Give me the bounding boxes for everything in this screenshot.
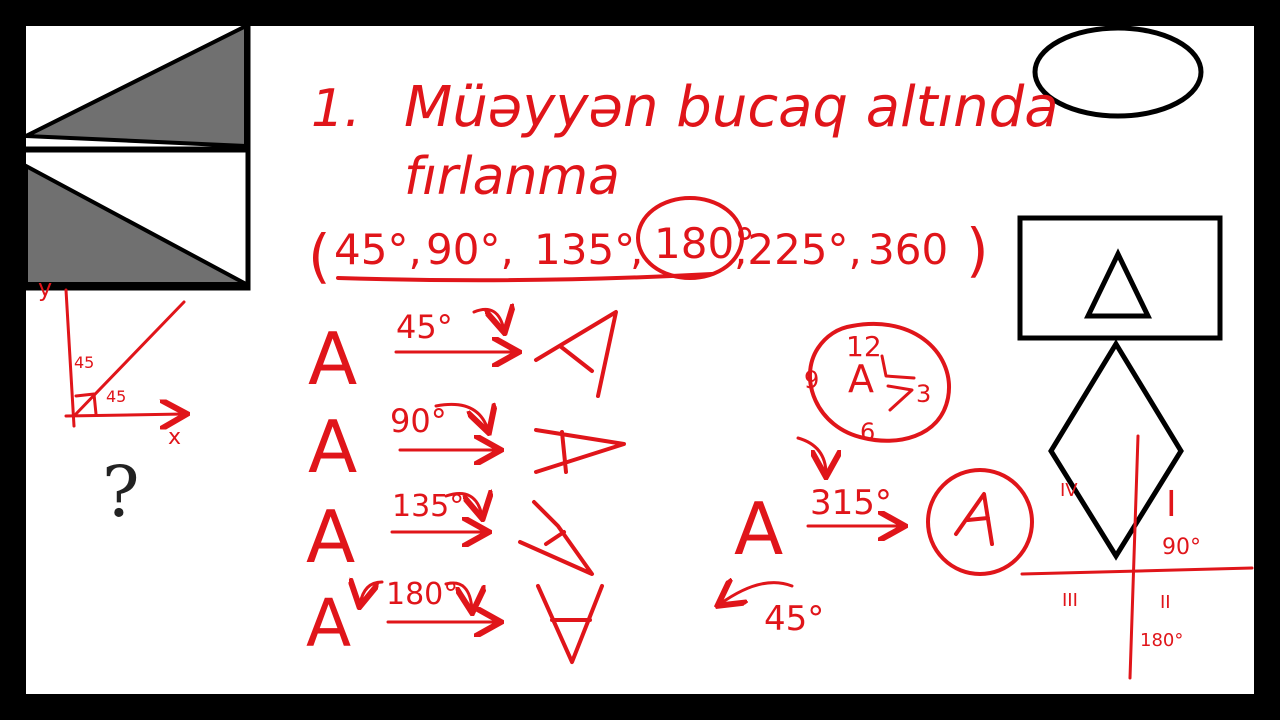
whiteboard-canvas: 1. Müəyyən bucaq altında fırlanma ( 45°,… bbox=[26, 26, 1254, 680]
clock-diagram: 12 9 A 3 6 bbox=[804, 322, 952, 446]
ccw-arrow bbox=[720, 583, 794, 604]
angle-list: ( 45°, 90°, 135° , 180° ,225°, 360 ) bbox=[308, 196, 989, 290]
rotation-315: A 315° 45° bbox=[720, 436, 1034, 639]
rotation-angle-label: 45° bbox=[396, 308, 453, 346]
triangle-shape bbox=[1084, 248, 1152, 319]
ccw-angle-label: 45° bbox=[764, 599, 824, 639]
quadrant-ii-angle: 180° bbox=[1140, 630, 1183, 651]
clock-circle bbox=[808, 322, 952, 443]
rotation-row-90: A 90° bbox=[308, 402, 626, 489]
rotated-a-135 bbox=[518, 500, 594, 576]
letter-a: A bbox=[308, 317, 357, 401]
angle-label-lower: 45 bbox=[106, 387, 126, 406]
diagonal-45 bbox=[72, 300, 186, 418]
rotation-row-45: A 45° bbox=[308, 308, 618, 401]
angle-90: 90°, bbox=[426, 225, 514, 274]
quadrant-iii: III bbox=[1062, 590, 1078, 611]
letter-a: A bbox=[306, 585, 351, 662]
y-axis-label: y bbox=[38, 274, 52, 302]
rotation-angle-label: 315° bbox=[810, 483, 892, 523]
underline-angles bbox=[336, 272, 714, 283]
curved-arrow bbox=[444, 494, 482, 517]
angle-comma: , bbox=[630, 225, 643, 274]
clock-6: 6 bbox=[860, 418, 875, 446]
angle-label-upper: 45 bbox=[74, 353, 94, 372]
quadrant-iv: IV bbox=[1060, 480, 1078, 501]
curved-arrow bbox=[444, 581, 472, 610]
rotated-a-315 bbox=[954, 492, 994, 546]
rhombus-shape bbox=[1048, 339, 1184, 561]
curved-arrow bbox=[434, 404, 488, 430]
ccw-arrow bbox=[360, 582, 384, 604]
letter-a: A bbox=[308, 405, 357, 489]
shaded-triangles-figure bbox=[26, 26, 251, 291]
letter-a: A bbox=[734, 487, 783, 571]
angle-225: ,225°, bbox=[734, 225, 862, 274]
x-axis bbox=[64, 414, 184, 416]
clock-center-a: A bbox=[848, 357, 874, 401]
rotation-row-180: A 180° bbox=[306, 577, 604, 664]
angle-list-close-paren: ) bbox=[966, 216, 989, 284]
rotated-a-45 bbox=[534, 310, 618, 398]
quadrant-i-angle: 90° bbox=[1162, 535, 1201, 560]
quadrant-ii: II bbox=[1160, 592, 1171, 613]
result-circle bbox=[926, 468, 1034, 576]
curved-arrow bbox=[472, 309, 504, 330]
down-curved-arrow bbox=[796, 436, 826, 474]
rotated-a-90 bbox=[534, 428, 626, 474]
x-axis-label: x bbox=[168, 425, 181, 450]
ellipse-shape bbox=[1032, 26, 1204, 119]
quadrant-horizontal-axis bbox=[1020, 566, 1254, 576]
question-mark: ? bbox=[102, 451, 140, 533]
rectangle-shape bbox=[1017, 215, 1223, 341]
rotation-row-135: A 135° bbox=[306, 489, 594, 579]
y-axis bbox=[64, 288, 76, 428]
angle-45: 45°, bbox=[334, 225, 422, 274]
circle-around-180 bbox=[636, 196, 744, 280]
rotated-a-180 bbox=[536, 584, 604, 664]
angle-arc bbox=[74, 392, 98, 416]
clock-hand-mark bbox=[880, 354, 916, 412]
quadrant-diagram: IV I 90° III II 180° bbox=[1020, 434, 1254, 680]
title-line2: fırlanma bbox=[404, 147, 620, 207]
quadrant-vertical-axis bbox=[1128, 434, 1140, 680]
clock-9: 9 bbox=[804, 366, 819, 394]
clock-3: 3 bbox=[916, 380, 931, 408]
clock-12: 12 bbox=[846, 330, 882, 363]
title-line1: Müəyyən bucaq altında bbox=[404, 75, 1059, 140]
angle-list-open-paren: ( bbox=[308, 222, 331, 290]
angle-135: 135° bbox=[534, 225, 635, 274]
title-number: 1. bbox=[311, 79, 361, 139]
rotation-angle-label: 90° bbox=[390, 402, 447, 440]
whiteboard: 1. Müəyyən bucaq altında fırlanma ( 45°,… bbox=[26, 26, 1254, 694]
axes-sketch: y x 45 45 bbox=[38, 274, 184, 450]
letter-a: A bbox=[306, 495, 355, 579]
quadrant-i: I bbox=[1166, 484, 1177, 525]
angle-360: 360 bbox=[868, 225, 948, 274]
